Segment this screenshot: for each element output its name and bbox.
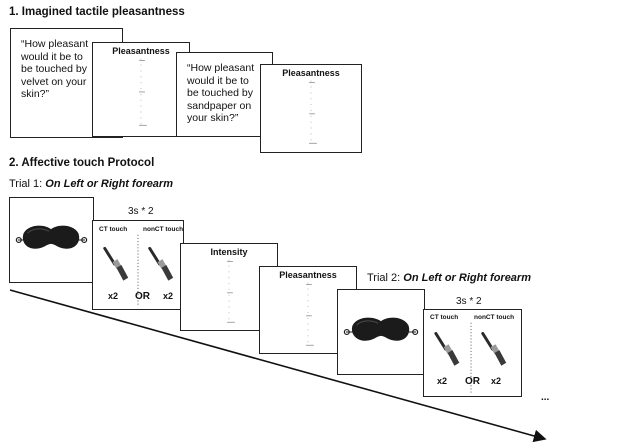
- rating-scale-2: [309, 80, 317, 146]
- timing-label-2: 3s * 2: [456, 296, 482, 307]
- repeat-nonct-2: x2: [491, 376, 502, 386]
- eye-mask-icon-1: [15, 225, 88, 249]
- pleasantness-title-1: Pleasantness: [112, 46, 170, 56]
- intensity-scale: [227, 259, 235, 325]
- sandpaper-line-3: be touched by: [187, 87, 253, 99]
- brush-icons-1: [103, 234, 174, 306]
- repeat-ct-1: x2: [108, 291, 119, 301]
- pleasantness-scale-card-2: Pleasantness: [260, 64, 362, 153]
- brush-icon-nonct-1: [148, 246, 174, 281]
- repeat-nonct-1: x2: [163, 291, 174, 301]
- pleasantness-title-3: Pleasantness: [279, 270, 337, 280]
- trial1-prefix: Trial 1:: [9, 178, 46, 190]
- trial1-emphasis: On Left or Right forearm: [45, 178, 173, 190]
- ct-touch-label-1: CT touch: [99, 226, 128, 233]
- velvet-line-2: would it be to: [21, 50, 83, 63]
- brush-icon-nonct-2: [481, 331, 507, 366]
- section2-title: 2. Affective touch Protocol: [9, 157, 155, 169]
- touch-choice-card-1: CT touch nonCT touch x2 OR x2: [92, 220, 184, 310]
- brush-icon-ct-1: [103, 246, 129, 281]
- nonct-touch-label-1: nonCT touch: [143, 226, 184, 233]
- section1-title: 1. Imagined tactile pleasantness: [9, 6, 185, 18]
- sandpaper-question-card: “How pleasant would it be to be touched …: [176, 52, 273, 137]
- trial2-emphasis: On Left or Right forearm: [403, 272, 531, 284]
- brush-icons-2: [434, 322, 507, 394]
- nonct-touch-label-2: nonCT touch: [474, 314, 515, 321]
- trial1-label: Trial 1: On Left or Right forearm: [9, 178, 173, 190]
- velvet-line-5: skin?”: [21, 88, 50, 100]
- eye-mask-icon-2: [343, 317, 419, 341]
- eye-mask-card-1: [9, 197, 94, 283]
- velvet-line-1: “How pleasant: [21, 38, 89, 50]
- rating-scale-3: [306, 282, 314, 348]
- sandpaper-line-5: your skin?”: [187, 112, 239, 124]
- brush-icon-ct-2: [434, 331, 460, 366]
- sandpaper-line-4: sandpaper on: [187, 99, 252, 112]
- eye-mask-card-2: [337, 289, 425, 375]
- velvet-line-4: velvet on your: [21, 75, 87, 88]
- rating-scale-1: [139, 58, 147, 128]
- pleasantness-title-2: Pleasantness: [282, 68, 340, 78]
- timing-label-1: 3s * 2: [128, 206, 154, 217]
- sandpaper-line-1: “How pleasant: [187, 62, 255, 74]
- ct-touch-label-2: CT touch: [430, 314, 459, 321]
- intensity-title: Intensity: [210, 247, 248, 257]
- pleasantness-scale-card-1: Pleasantness: [92, 42, 190, 137]
- continuation-ellipsis: ...: [541, 392, 550, 403]
- sandpaper-line-2: would it be to: [187, 74, 249, 87]
- trial2-prefix: Trial 2:: [367, 272, 404, 284]
- or-label-2: OR: [465, 376, 480, 387]
- trial2-label: Trial 2: On Left or Right forearm: [367, 272, 531, 284]
- or-label-1: OR: [135, 291, 150, 302]
- touch-choice-card-2: CT touch nonCT touch x2 OR x2: [423, 309, 522, 397]
- repeat-ct-2: x2: [437, 376, 448, 386]
- velvet-line-3: be touched by: [21, 63, 87, 75]
